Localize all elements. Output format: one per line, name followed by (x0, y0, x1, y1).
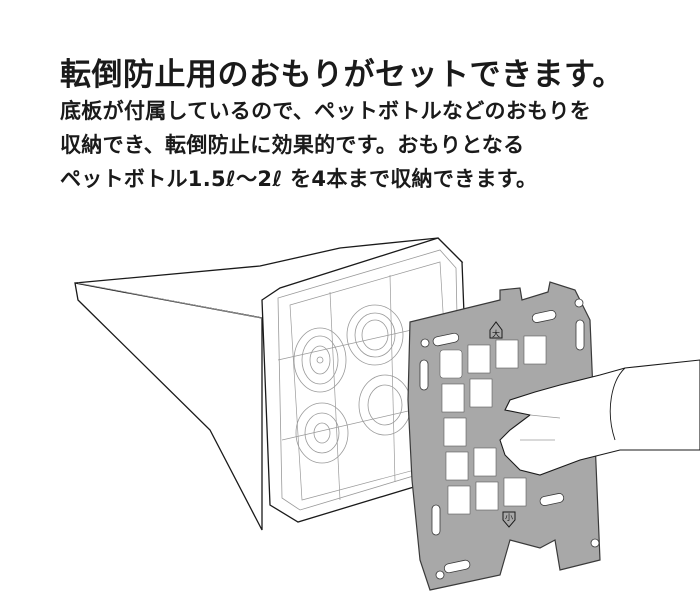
bottle-recess (295, 402, 349, 464)
cone-body (74, 237, 464, 531)
description-line-3: ペットボトル1.5ℓ～2ℓ を4本まで収納できます。 (60, 167, 538, 191)
description-line-1: 底板が付属しているので、ペットボトルなどのおもりを (60, 99, 592, 123)
description-line-2: 収納でき、転倒防止に効果的です。おもりとなる (60, 133, 525, 157)
headline: 転倒防止用のおもりがセットできます。 (60, 56, 624, 93)
product-illustration: 大 小 (0, 210, 700, 602)
bottle-recess (293, 327, 347, 393)
svg-text:小: 小 (505, 513, 513, 522)
hand (499, 359, 700, 476)
svg-text:大: 大 (492, 329, 500, 339)
plate-mark-large: 大 (489, 321, 503, 339)
bottle-recess (346, 304, 404, 366)
plate-mark-small: 小 (502, 511, 516, 528)
description: 底板が付属しているので、ペットボトルなどのおもりを 収納でき、転倒防止に効果的で… (60, 94, 591, 196)
